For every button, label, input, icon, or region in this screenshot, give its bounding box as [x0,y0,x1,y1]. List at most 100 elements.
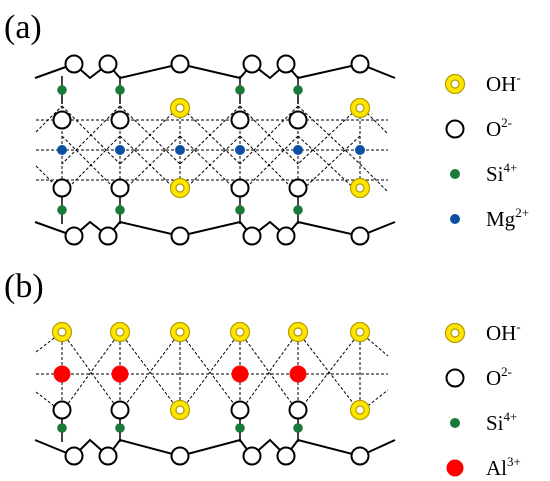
silicon-atom-a [293,85,303,95]
hydroxyl-atom-a-core [175,103,185,113]
legend-label-text: O [486,117,501,141]
oxygen-atom-a [52,110,72,130]
dashed-diagonal-a [35,105,63,133]
legend-label-text: Al [486,456,507,480]
legend-symbol-o [445,368,465,388]
aluminum-atom [231,365,249,383]
hydroxyl-atom-top-b-core [115,327,125,337]
hydroxyl-atom-top-b-core [355,327,365,337]
dashed-diagonal-a [119,105,181,165]
panel-label-a: (a) [4,9,42,46]
legend-label-o: O2- [486,364,512,390]
legend-label-text: Si [486,411,504,435]
hydroxyl-atom-top-b-core [175,327,185,337]
legend-symbol-mg [450,214,460,224]
oxygen-atom-base-b [242,446,262,466]
oxygen-atom-base-a [242,226,262,246]
dashed-diagonal-b [61,331,121,413]
silicon-atom-b [293,423,303,433]
legend-symbol-si [450,169,460,179]
legend-label-superscript: - [516,319,520,334]
oxygen-atom-a [52,178,72,198]
dashed-diagonal-a [297,135,361,195]
oxygen-atom-base-b [98,446,118,466]
dashed-diagonal-a [179,105,241,165]
oxygen-atom-b [288,400,308,420]
silicon-atom-b [57,423,67,433]
legend-label-o: O2- [486,115,512,141]
oxygen-atom-a [110,178,130,198]
legend-label-oh: OH- [486,319,521,345]
silicon-atom-a [115,85,125,95]
hydroxyl-atom-top-b-core [57,327,67,337]
oxygen-atom-apex-a [98,54,118,74]
legend-label-superscript: 2- [501,115,512,130]
legend-symbol-al [446,459,464,477]
oxygen-atom-base-b [64,446,84,466]
oxygen-atom-apex-a [350,54,370,74]
dashed-diagonal-b [119,331,181,413]
oxygen-atom-base-b [170,446,190,466]
legend-label-text: O [486,366,501,390]
oxygen-atom-base-a [350,226,370,246]
silicon-atom-a [235,85,245,95]
silicon-atom-a [235,205,245,215]
magnesium-atom [355,145,365,155]
magnesium-atom [115,145,125,155]
legend-label-text: OH [486,72,516,96]
legend-symbol-oh-core [450,79,460,89]
hydroxyl-atom-a-core [355,103,365,113]
magnesium-atom [235,145,245,155]
legend-label-text: OH [486,321,516,345]
tetra-chain-bottom-a [34,220,396,238]
dashed-diagonal-a [297,105,361,165]
oxygen-atom-a [110,110,130,130]
oxygen-atom-base-b [276,446,296,466]
dashed-diagonal-a [239,135,299,195]
oxygen-atom-apex-a [170,54,190,74]
legend-label-oh: OH- [486,70,521,96]
dashed-diagonal-b [179,331,241,413]
aluminum-atom [111,365,129,383]
hydroxyl-atom-top-b-core [235,327,245,337]
legend-label-superscript: 2+ [515,205,529,220]
oxygen-atom-apex-a [242,54,262,74]
oxygen-atom-a [230,178,250,198]
legend-label-al: Al3+ [486,454,521,480]
dashed-diagonal-a [179,135,241,195]
dashed-diagonal-b [61,331,121,413]
legend-label-text: Si [486,162,504,186]
legend-label-superscript: 4+ [504,160,518,175]
tetra-chain-top-a [34,62,396,80]
oxygen-atom-a [288,110,308,130]
silicon-atom-b [115,423,125,433]
dashed-diagonal-a [119,135,181,195]
oxygen-atom-apex-a [64,54,84,74]
oxygen-atom-base-a [98,226,118,246]
aluminum-atom [53,365,71,383]
dashed-diagonal-a [61,105,121,165]
dashed-diagonal-a [239,105,299,165]
hydroxyl-atom-a-core [175,183,185,193]
legend-label-superscript: - [516,70,520,85]
legend-label-mg: Mg2+ [486,205,529,231]
legend-label-si: Si4+ [486,160,517,186]
oxygen-atom-b [230,400,250,420]
oxygen-atom-base-a [64,226,84,246]
oxygen-atom-base-a [276,226,296,246]
magnesium-atom [175,145,185,155]
hydroxyl-atom-a-core [355,183,365,193]
magnesium-atom [57,145,67,155]
dashed-diagonal-a [359,163,389,193]
atom-layer [51,54,371,466]
legend-symbol-si [450,418,460,428]
legend-label-si: Si4+ [486,409,517,435]
oxygen-atom-apex-a [276,54,296,74]
oxygen-atom-a [230,110,250,130]
panel-label-b: (b) [4,268,44,305]
silicon-atom-b [235,423,245,433]
hydroxyl-atom-bottom-b-core [355,405,365,415]
oxygen-atom-base-a [170,226,190,246]
oxygen-atom-b [110,400,130,420]
tetra-chain-b [34,438,396,458]
